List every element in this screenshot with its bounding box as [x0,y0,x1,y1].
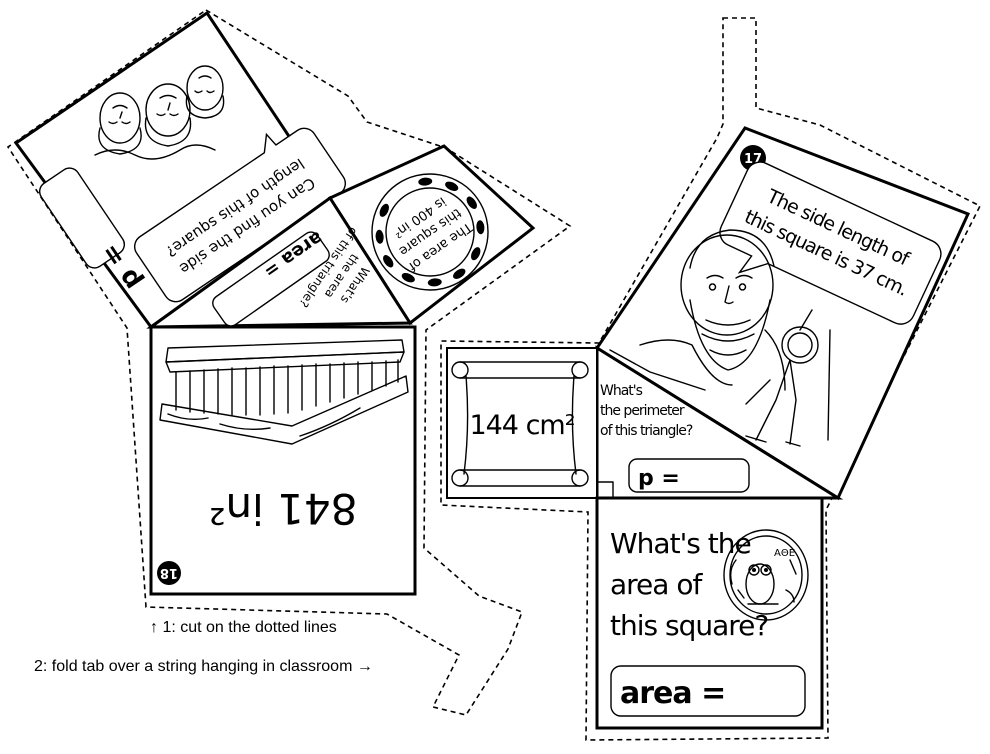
three-faces-illustration [94,65,225,160]
card-18: 841 in² 18 [149,325,417,596]
cut-line-left [6,9,572,716]
scroll-illustration [451,361,589,487]
card-18-badge [157,561,181,585]
scroll-card: 144 cm² [446,347,598,499]
instruction-step2: 2: fold tab over a string hanging in cla… [34,658,373,675]
right-triangle-q3: of this triangle? [600,423,693,439]
right-triangle-q1: What's [600,383,643,399]
card-17: 17 The side length of this square is 37 … [594,126,971,501]
bottom-right-answer-box[interactable] [610,665,806,717]
instruction-step1: ↑ 1: cut on the dotted lines [150,619,337,636]
right-triangle-answer-label: p = [638,466,680,491]
bottom-right-square-card: What's the area of this square? ΑΘΕ area… [595,496,824,730]
right-angle-marker [596,481,614,499]
cut-lines [6,9,982,741]
bottom-right-q1: What's the [610,527,751,560]
right-triangle-answer-box[interactable] [628,458,750,493]
card-18-number: 18 [160,565,178,580]
card-18-answer: 841 in² [209,484,358,533]
philosopher-bust-illustration [609,229,786,391]
temple-illustration [159,339,409,445]
bottom-right-q3: this square? [610,609,768,642]
right-triangle-q2: the perimeter [600,403,685,419]
coin-inscription: ΑΘΕ [774,548,795,559]
left-triangle-card: area = What's the area of this triangle? [146,195,413,329]
laurel-wreath-icon [371,173,489,291]
bottom-right-answer-label: area = [620,676,725,711]
warrior-illustration [745,309,831,447]
scroll-value: 144 cm² [469,410,574,441]
wreath-card: The area of this square is 400 in² [327,144,536,326]
cut-line-right [440,17,982,741]
owl-coin-icon: ΑΘΕ [723,529,809,621]
bottom-right-q2: area of [610,568,703,601]
